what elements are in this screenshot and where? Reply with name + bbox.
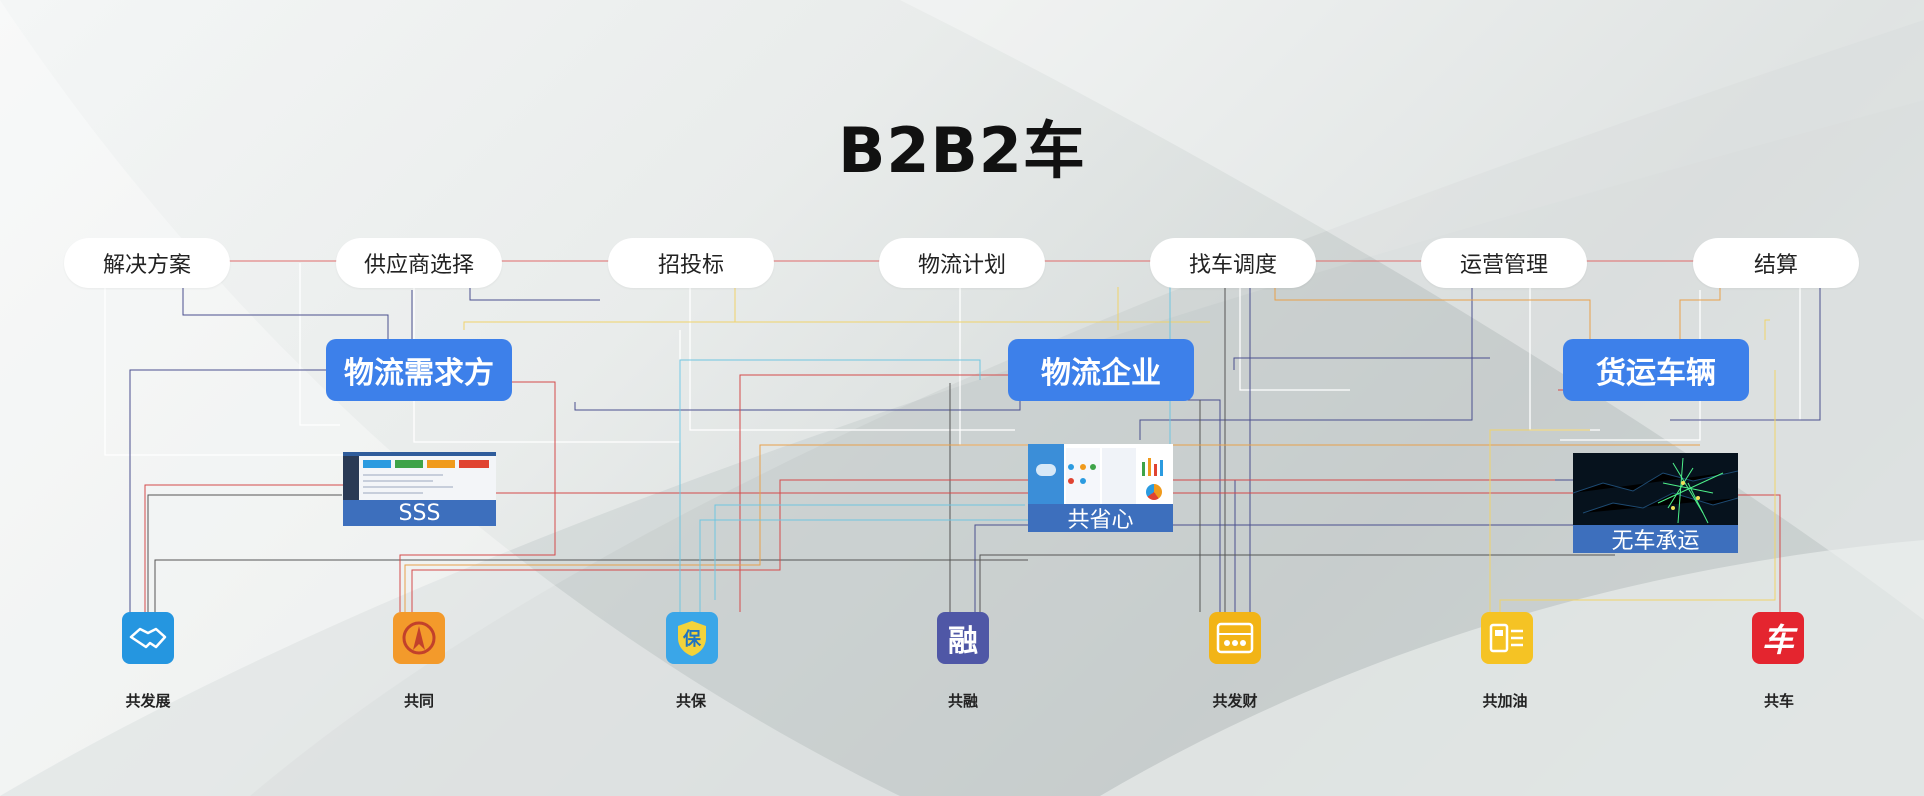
sss-tile xyxy=(427,460,455,468)
network-map-image xyxy=(1573,457,1738,524)
sss-tile xyxy=(459,460,489,468)
team-icon xyxy=(402,621,436,655)
service-gongfazhan-label: 共发展 xyxy=(125,692,171,710)
actor-shipper[interactable]: 物流需求方 xyxy=(326,339,512,401)
platform-gongxingxin-label: 共省心 xyxy=(1028,504,1173,532)
service-gongche-icon[interactable]: 车 xyxy=(1752,612,1804,664)
step-bidding[interactable]: 招投标 xyxy=(608,238,774,288)
fuel-icon xyxy=(1489,623,1523,653)
step-dispatch[interactable]: 找车调度 xyxy=(1150,238,1316,288)
step-supplier-selection[interactable]: 供应商选择 xyxy=(336,238,502,288)
abacus-icon xyxy=(1216,622,1254,654)
service-gongfacai-icon[interactable] xyxy=(1209,612,1261,664)
service-gongtong-icon[interactable] xyxy=(393,612,445,664)
service-gongjiayou-label: 共加油 xyxy=(1482,692,1528,710)
gongxingxin-screenshot xyxy=(1028,444,1173,504)
actor-logistics-company[interactable]: 物流企业 xyxy=(1008,339,1194,401)
actor-freight-vehicle[interactable]: 货运车辆 xyxy=(1563,339,1749,401)
sss-tile xyxy=(395,460,423,468)
finance-icon: 融 xyxy=(948,624,978,659)
service-gongjiayou-icon[interactable] xyxy=(1481,612,1533,664)
sss-screenshot xyxy=(343,452,496,502)
service-gongche-label: 共车 xyxy=(1763,692,1794,710)
step-logistics-plan[interactable]: 物流计划 xyxy=(879,238,1045,288)
service-gongtong-label: 共同 xyxy=(403,692,434,710)
platform-sss-label: SSS xyxy=(343,500,496,526)
service-gongfazhan-icon[interactable] xyxy=(122,612,174,664)
platform-sss[interactable]: SSS xyxy=(343,452,496,526)
service-gongbao-label: 共保 xyxy=(675,692,706,710)
platform-no-vehicle-carrier-label: 无车承运 xyxy=(1573,525,1738,553)
truck-icon: 车 xyxy=(1761,621,1794,659)
handshake-icon xyxy=(129,627,167,649)
step-operations[interactable]: 运营管理 xyxy=(1421,238,1587,288)
sss-tile xyxy=(363,460,391,468)
svg-text:保: 保 xyxy=(682,628,702,650)
shield-icon: 保 xyxy=(678,621,706,656)
step-solution[interactable]: 解决方案 xyxy=(64,238,230,288)
platform-no-vehicle-carrier[interactable]: 无车承运 xyxy=(1573,453,1738,553)
service-gongfacai-label: 共发财 xyxy=(1212,692,1258,710)
service-gongrong-label: 共融 xyxy=(947,692,978,710)
service-gongbao-icon[interactable]: 保 xyxy=(666,612,718,664)
service-gongrong-icon[interactable]: 融 xyxy=(937,612,989,664)
platform-gongxingxin[interactable]: 共省心 xyxy=(1028,444,1173,532)
page-title: B2B2车 xyxy=(838,114,1086,187)
step-settlement[interactable]: 结算 xyxy=(1693,238,1859,288)
